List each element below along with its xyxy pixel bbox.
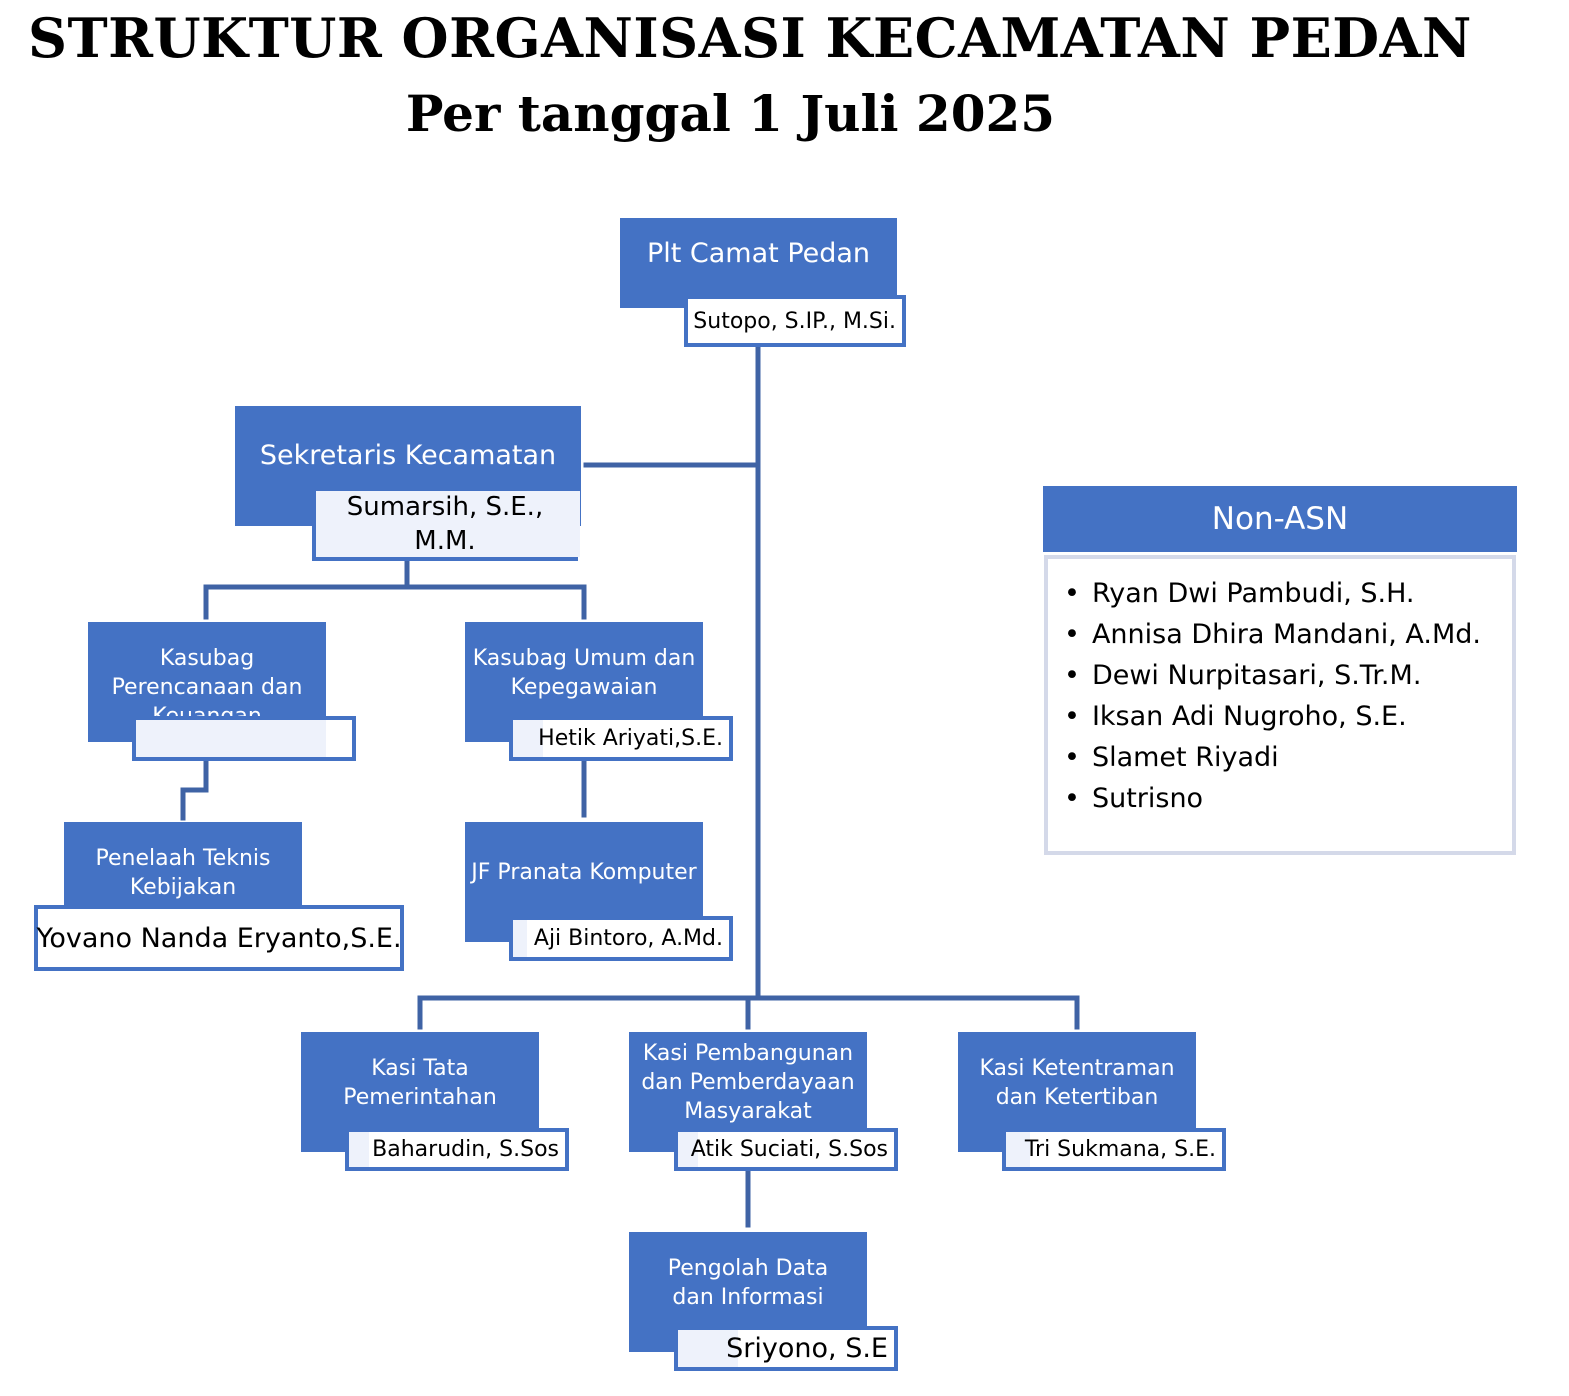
sekcam-name: Sumarsih, S.E., M.M. <box>312 487 580 561</box>
kasi-pembangunan-title: Kasi Pembangunan dan Pemberdayaan Masyar… <box>641 1041 855 1124</box>
page-subtitle: Per tanggal 1 Juli 2025 <box>405 84 1056 143</box>
kasi-trantib-title: Kasi Ketentraman dan Ketertiban <box>979 1056 1175 1110</box>
pengolah-name: Sriyono, S.E <box>674 1326 898 1371</box>
connector-kasi-bus <box>417 995 1080 1030</box>
page-title: STRUKTUR ORGANISASI KECAMATAN PEDAN <box>28 6 1472 70</box>
kasi-tapem-name: Baharudin, S.Sos <box>345 1128 569 1171</box>
pranata-name: Aji Bintoro, A.Md. <box>509 916 733 961</box>
penelaah-title: Penelaah Teknis Kebijakan <box>95 846 271 900</box>
connector-sekcam-kasubag <box>203 557 587 620</box>
non-asn-list: Ryan Dwi Pambudi, S.H. Annisa Dhira Mand… <box>1048 559 1512 819</box>
kasubag-perencanaan-name <box>132 716 356 761</box>
kasi-tapem-title: Kasi Tata Pemerintahan <box>343 1056 497 1110</box>
camat-title: Plt Camat Pedan <box>646 238 871 269</box>
list-item: Sutrisno <box>1064 778 1512 819</box>
penelaah-name: Yovano Nanda Eryanto,S.E. <box>34 905 404 971</box>
pengolah-title: Pengolah Data dan Informasi <box>667 1256 829 1310</box>
kasubag-umum-title: Kasubag Umum dan Kepegawaian <box>472 646 696 700</box>
list-item: Dewi Nurpitasari, S.Tr.M. <box>1064 655 1512 696</box>
list-item: Slamet Riyadi <box>1064 737 1512 778</box>
list-item: Ryan Dwi Pambudi, S.H. <box>1064 573 1512 614</box>
non-asn-panel: Ryan Dwi Pambudi, S.H. Annisa Dhira Mand… <box>1044 555 1516 855</box>
non-asn-header: Non-ASN <box>1043 486 1517 552</box>
list-item: Annisa Dhira Mandani, A.Md. <box>1064 614 1512 655</box>
kasubag-umum-name: Hetik Ariyati,S.E. <box>509 716 733 761</box>
sekcam-title: Sekretaris Kecamatan <box>259 440 557 471</box>
connector-perencanaan-penelaah <box>180 757 209 821</box>
camat-name: Sutopo, S.IP., M.Si. <box>684 295 906 347</box>
camat-box: Plt Camat Pedan <box>620 218 897 308</box>
pranata-title: JF Pranata Komputer <box>471 860 697 885</box>
kasi-trantib-name: Tri Sukmana, S.E. <box>1002 1128 1226 1171</box>
list-item: Iksan Adi Nugroho, S.E. <box>1064 696 1512 737</box>
kasi-pembangunan-name: Atik Suciati, S.Sos <box>674 1128 898 1171</box>
